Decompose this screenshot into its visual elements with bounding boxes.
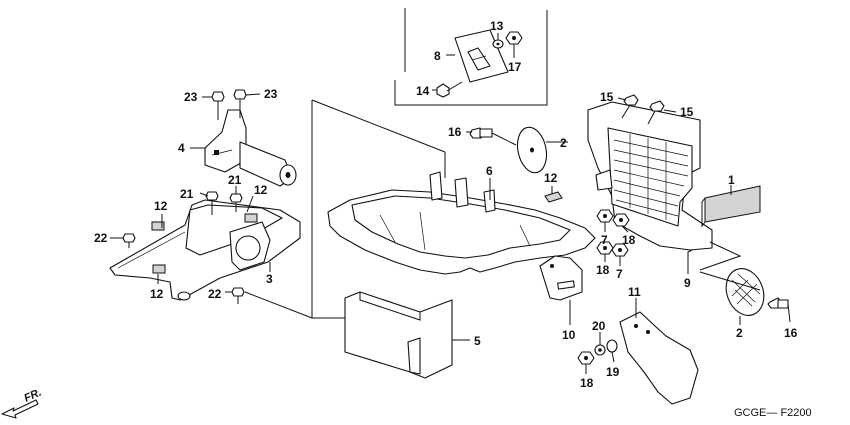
nut-18-mid (596, 241, 614, 255)
callout-18-lower: 18 (580, 376, 594, 390)
cover-5 (344, 291, 453, 379)
callout-9: 9 (684, 276, 691, 290)
callout-12-b: 12 (254, 183, 268, 197)
callout-6: 6 (486, 164, 493, 178)
callout-12-d: 12 (544, 171, 558, 185)
callout-23-left: 23 (184, 90, 198, 104)
mud-flap-11 (619, 311, 699, 405)
callout-13: 13 (490, 19, 504, 33)
plate-8 (454, 29, 509, 83)
bolt-23-left (211, 91, 225, 120)
callout-5: 5 (474, 334, 481, 348)
callout-10: 10 (562, 328, 576, 342)
clip-12-center (544, 191, 563, 203)
inner-fender-6 (327, 171, 596, 275)
forward-label: FR. (22, 387, 43, 405)
leader-lines (110, 33, 791, 374)
reflector-2-upper (516, 126, 548, 174)
callout-18-upper: 18 (622, 233, 636, 247)
assembly-outline-lines (244, 99, 446, 319)
bolt-16-lower (767, 297, 789, 309)
callout-17: 17 (508, 60, 522, 74)
bolt-16-upper (469, 127, 517, 146)
callout-12-c: 12 (150, 287, 164, 301)
nut-18-lower (577, 351, 595, 365)
bolt-23-right (233, 89, 247, 118)
callout-15-right: 15 (680, 105, 694, 119)
callout-21-left: 21 (180, 187, 194, 201)
bolt-21-left (205, 191, 219, 215)
nut-17 (505, 31, 523, 45)
bolt-22-bottom (231, 287, 245, 304)
washer-13 (492, 39, 504, 49)
washer-19 (606, 339, 618, 353)
callout-14: 14 (416, 84, 430, 98)
callout-23-right: 23 (264, 87, 278, 101)
callout-3: 3 (266, 272, 273, 286)
washer-20 (594, 344, 606, 356)
callout-20: 20 (592, 319, 606, 333)
callout-2-lower: 2 (736, 326, 743, 340)
callout-16-lower: 16 (784, 326, 798, 340)
callout-labels: 1 2 2 3 4 5 6 7 7 8 9 10 11 12 12 12 12 … (94, 19, 798, 390)
inset-frame (394, 8, 548, 106)
nut-7-upper (596, 209, 614, 223)
nut-18-upper (612, 213, 630, 227)
nut-7-lower (611, 243, 629, 257)
forward-arrow-icon: FR. (1, 387, 43, 419)
callout-4: 4 (178, 141, 185, 155)
license-bracket-9 (587, 101, 713, 251)
bolt-15-right (647, 100, 665, 125)
callout-22-bottom: 22 (208, 287, 222, 301)
diagram-code: GCGE— F2200 (734, 407, 812, 419)
screw-14 (436, 81, 463, 98)
callout-7-lower: 7 (616, 267, 623, 281)
callout-7-upper: 7 (601, 233, 608, 247)
bolt-15-left (621, 94, 639, 119)
bracket-10 (539, 255, 583, 301)
callout-18-mid: 18 (596, 263, 610, 277)
callout-11: 11 (628, 285, 641, 299)
bolt-22-left (122, 233, 136, 248)
callout-22-left: 22 (94, 231, 108, 245)
callout-1: 1 (728, 173, 735, 187)
callout-15-left: 15 (600, 90, 614, 104)
callout-2-upper: 2 (560, 136, 567, 150)
callout-8: 8 (434, 49, 441, 63)
callout-12-a: 12 (154, 199, 168, 213)
callout-21-right: 21 (228, 173, 242, 187)
callout-16-upper: 16 (448, 125, 462, 139)
bracket-4 (204, 109, 297, 187)
bolt-21-right (229, 193, 243, 212)
callout-19: 19 (606, 365, 620, 379)
reflector-2-lower (725, 268, 765, 316)
reflector-1 (701, 185, 761, 228)
